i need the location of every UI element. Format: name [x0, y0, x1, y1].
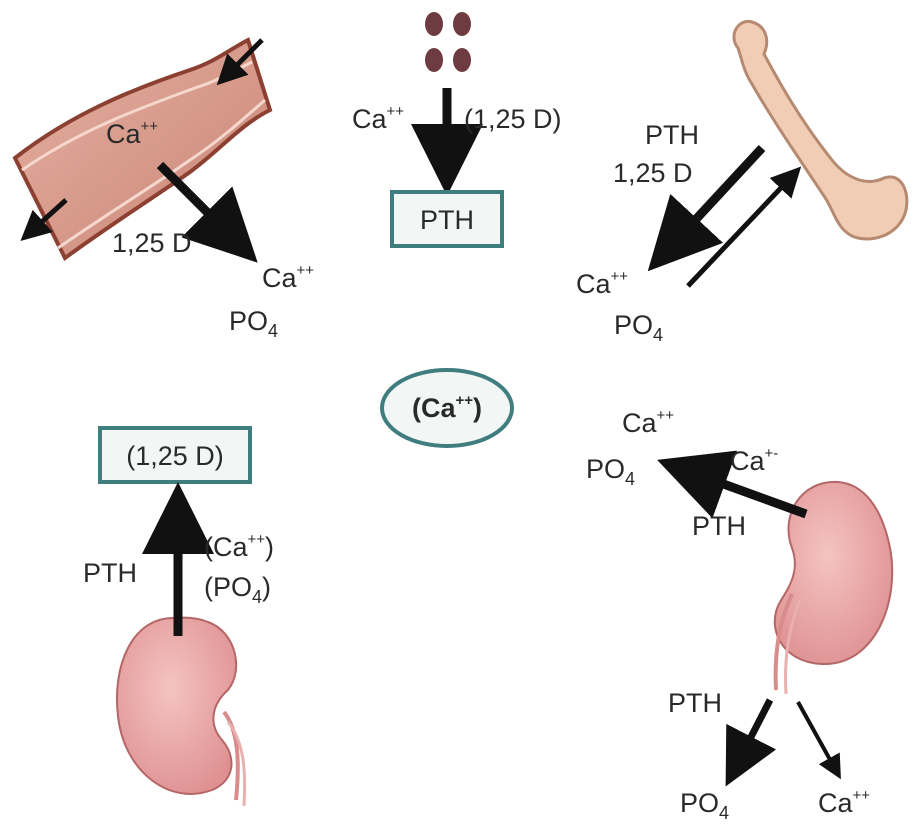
- parathyroid-gland: [425, 12, 443, 36]
- parathyroid-ca-label: Ca++: [352, 103, 404, 134]
- bone-group: PTH 1,25 D Ca++ PO4: [576, 21, 907, 345]
- phosphate-excretion-arrow: [732, 700, 770, 774]
- pth-box-label: PTH: [420, 205, 474, 235]
- intestine-group: Ca++ 1,25 D Ca++ PO4: [15, 40, 314, 341]
- parathyroid-vitd-label: (1,25 D): [464, 104, 562, 134]
- bone-vitd-label: 1,25 D: [613, 158, 693, 188]
- left-kidney-group: (1,25 D) PTH (Ca++) (PO4): [83, 428, 274, 806]
- right-kidney-po-top-label: PO4: [586, 454, 635, 489]
- intestine-vitd-label: 1,25 D: [112, 228, 192, 258]
- right-kidney-pth-bottom-label: PTH: [668, 688, 722, 718]
- right-kidney-ca-bottom-label: Ca++: [818, 787, 870, 818]
- bone-deposition-arrow: [688, 172, 796, 286]
- plasma-calcium-group: (Ca++): [382, 370, 512, 446]
- parathyroid-gland: [453, 48, 471, 72]
- right-kidney-po-bottom-label: PO4: [680, 788, 729, 823]
- right-kidney-pth-label: PTH: [692, 511, 746, 541]
- intestine-out-po-label: PO4: [229, 306, 278, 341]
- parathyroid-gland: [425, 48, 443, 72]
- calcium-excretion-arrow: [798, 702, 838, 774]
- left-kidney-pth-label: PTH: [83, 558, 137, 588]
- bone: [734, 21, 907, 239]
- parathyroid-gland: [453, 12, 471, 36]
- left-kidney-ca-label: (Ca++): [204, 531, 274, 562]
- right-kidney-ca-in-label: Ca+-: [730, 445, 778, 476]
- bone-po-label: PO4: [614, 310, 663, 345]
- bone-ca-label: Ca++: [576, 268, 628, 299]
- parathyroid-group: Ca++ (1,25 D) PTH: [352, 12, 562, 246]
- right-kidney-group: Ca++ PO4 Ca+- PTH PTH PO4 Ca++: [586, 407, 892, 823]
- intestine-out-ca-label: Ca++: [262, 262, 314, 293]
- right-kidney-ca-top-label: Ca++: [622, 407, 674, 438]
- vitd-box-label: (1,25 D): [126, 441, 224, 471]
- left-kidney-po-label: (PO4): [204, 572, 271, 607]
- left-kidney: [117, 618, 236, 794]
- bone-pth-label: PTH: [645, 120, 699, 150]
